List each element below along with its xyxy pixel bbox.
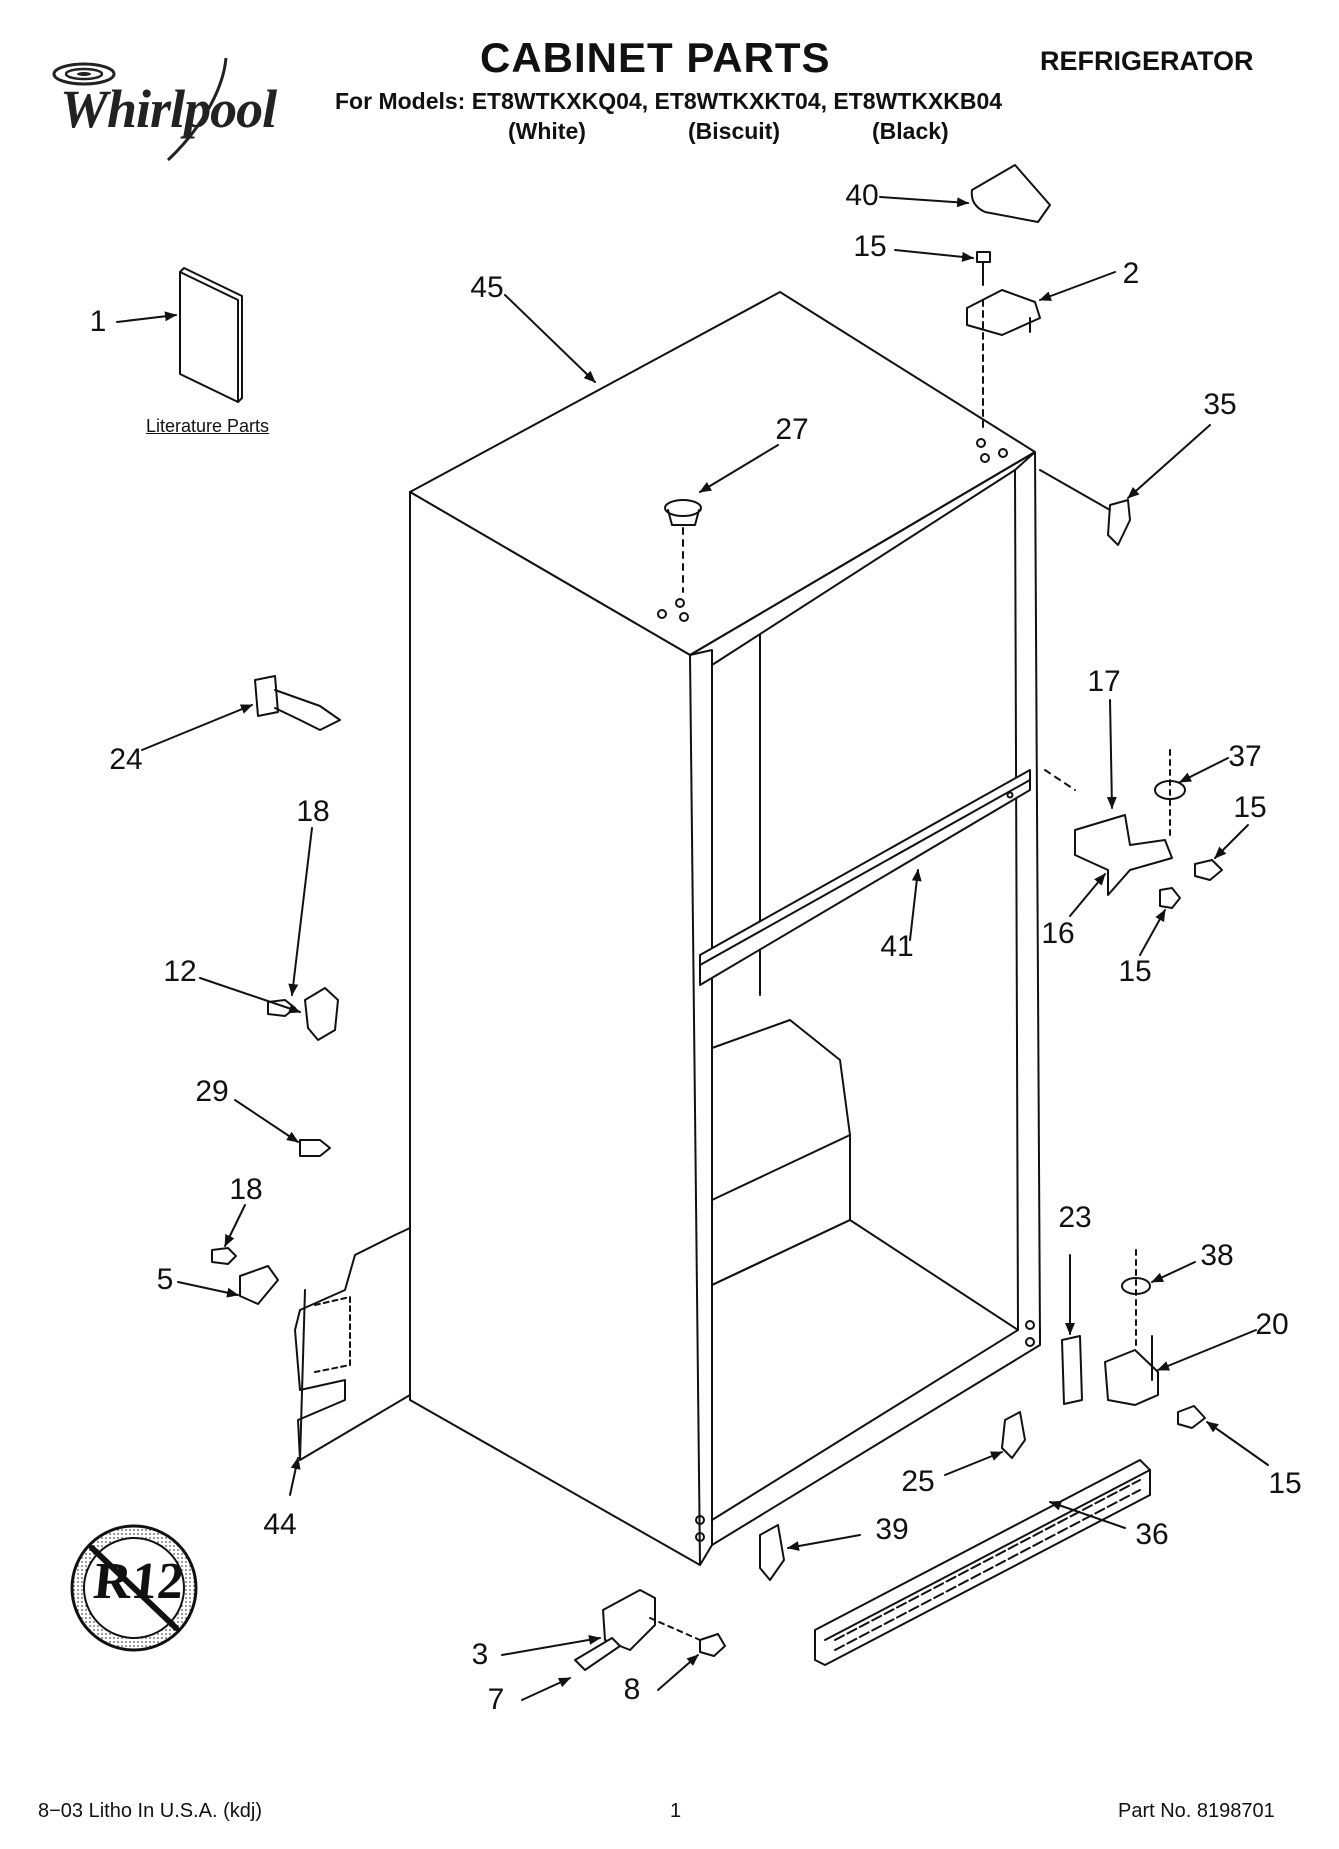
screw-top <box>977 252 990 285</box>
hinge-cap <box>1108 500 1130 545</box>
bracket-5 <box>240 1266 278 1304</box>
leveling-screw <box>700 1634 725 1656</box>
screw-15-bottom <box>1178 1406 1205 1428</box>
callout-7: 7 <box>487 1683 505 1716</box>
footer-part-number: Part No. 8198701 <box>1118 1800 1275 1822</box>
footer-page-number: 1 <box>670 1800 682 1822</box>
callout-39: 39 <box>875 1513 909 1546</box>
hinge-cover <box>972 165 1050 222</box>
swirl-logo-icon <box>52 57 228 162</box>
callout-41: 41 <box>880 930 914 963</box>
cabinet-rail <box>700 770 1030 985</box>
grille-clip <box>1002 1412 1025 1458</box>
callout-36: 36 <box>1135 1518 1169 1551</box>
callout-23: 23 <box>1058 1201 1092 1234</box>
color-biscuit: (Biscuit) <box>688 118 780 144</box>
callout-29: 29 <box>195 1075 229 1108</box>
footer-litho: 8−03 Litho In U.S.A. (kdj) <box>38 1800 263 1822</box>
brand-logo: Whirlpool <box>48 52 288 162</box>
color-white: (White) <box>508 118 586 144</box>
callout-35: 35 <box>1203 388 1237 421</box>
leader-arrows <box>117 197 1268 1700</box>
toe-grille <box>815 1460 1150 1665</box>
center-hinge <box>1075 815 1172 895</box>
appliance-category: REFRIGERATOR <box>1040 46 1254 76</box>
callout-3: 3 <box>471 1638 489 1671</box>
screw-29 <box>300 1140 330 1156</box>
callout-37: 37 <box>1228 740 1262 773</box>
leveling-bracket <box>603 1590 655 1650</box>
screw-15-mid <box>1160 888 1180 908</box>
page-title: CABINET PARTS <box>480 34 831 81</box>
color-black: (Black) <box>872 118 949 144</box>
callout-25: 25 <box>901 1465 935 1498</box>
callout-15-top: 15 <box>853 230 887 263</box>
callout-1: 1 <box>89 305 107 338</box>
top-hinge <box>967 290 1040 335</box>
door-stop <box>255 676 340 730</box>
brand-wordmark: Whirlpool <box>60 79 277 139</box>
literature-booklet <box>180 268 242 402</box>
callout-18-top: 18 <box>296 795 330 828</box>
callout-38: 38 <box>1200 1239 1234 1272</box>
callout-45: 45 <box>470 271 504 304</box>
callout-12: 12 <box>163 955 197 988</box>
no-r12-badge <box>72 1526 196 1650</box>
hinge-bracket-left <box>305 988 338 1040</box>
screw-15-right <box>1195 860 1222 880</box>
callout-15-mid: 15 <box>1118 955 1152 988</box>
callout-16: 16 <box>1041 917 1075 950</box>
models-line: For Models: ET8WTKXKQ04, ET8WTKXKT04, ET… <box>335 88 1003 114</box>
callout-24: 24 <box>109 743 143 776</box>
callout-20: 20 <box>1255 1308 1289 1341</box>
hinge-shim <box>1062 1336 1082 1404</box>
callout-15-bottom: 15 <box>1268 1467 1302 1500</box>
callout-27: 27 <box>775 413 809 446</box>
callout-17: 17 <box>1087 665 1121 698</box>
top-plug <box>665 500 701 592</box>
callout-44: 44 <box>263 1508 297 1541</box>
bottom-hinge <box>1105 1350 1158 1405</box>
callout-18-lower: 18 <box>229 1173 263 1206</box>
screw-left-lower <box>212 1248 236 1264</box>
leveling-pin <box>575 1638 620 1670</box>
r12-badge-text: R12 <box>91 1553 187 1610</box>
literature-parts-label: Literature Parts <box>146 416 270 436</box>
callout-40: 40 <box>845 179 879 212</box>
callout-5: 5 <box>156 1263 174 1296</box>
cabinet-shell <box>410 292 1040 1565</box>
grille-clip-39 <box>760 1525 784 1580</box>
callout-15-right: 15 <box>1233 791 1267 824</box>
side-panel <box>295 1228 410 1460</box>
callout-2: 2 <box>1122 257 1140 290</box>
callout-8: 8 <box>623 1673 641 1706</box>
